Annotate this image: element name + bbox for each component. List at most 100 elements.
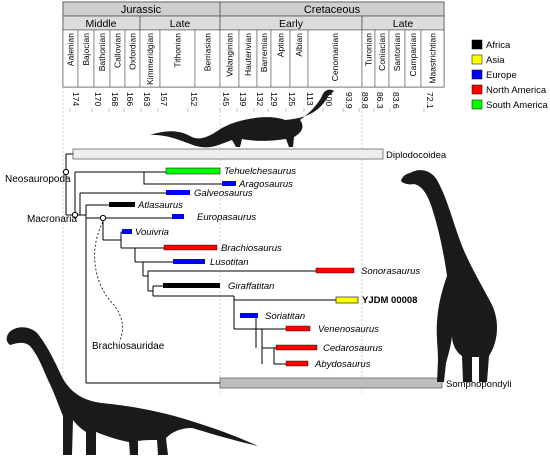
- age-label: 72.1: [425, 92, 435, 109]
- neosauropoda-node: [62, 168, 70, 176]
- age-label: 100: [324, 92, 334, 106]
- taxon-label-venenosaurus: Venenosaurus: [318, 324, 379, 335]
- range-bar-giraffatitan: [163, 283, 220, 288]
- stage-label: Bathonian: [97, 33, 107, 72]
- age-label: 113: [305, 92, 315, 106]
- taxon-label-giraffatitan: Giraffatitan: [228, 281, 274, 292]
- epoch-middle: Middle: [86, 18, 117, 30]
- age-label: 163: [142, 92, 152, 106]
- taxon-label-atlasaurus: Atlasaurus: [137, 200, 183, 211]
- range-bar-europasaurus: [172, 214, 184, 219]
- brachiosaurid-silhouette-right: [401, 170, 498, 382]
- taxon-label-sonorasaurus: Sonorasaurus: [361, 266, 420, 277]
- range-bar-cedarosaurus: [275, 344, 318, 351]
- range-bar-tehuelchesaurus: [165, 167, 221, 175]
- taxon-label-soriatitan: Soriatitan: [265, 311, 305, 322]
- stage-label: Hauterivian: [243, 33, 253, 76]
- age-label: 166: [125, 92, 135, 106]
- stage-label: Turonian: [364, 33, 374, 67]
- clade-brachiosauridae: Brachiosauridae: [92, 341, 165, 352]
- taxon-label-brachiosaurus: Brachiosaurus: [221, 243, 282, 254]
- range-bar-venenosaurus: [285, 325, 311, 332]
- period-cretaceous: Cretaceous: [304, 4, 361, 16]
- taxon-label-cedarosaurus: Cedarosaurus: [323, 343, 383, 354]
- taxon-label-abydosaurus: Abydosaurus: [314, 359, 371, 370]
- legend-swatch: [471, 99, 483, 110]
- taxon-label-vouivria: Vouivria: [135, 227, 169, 238]
- stage-label: Campanian: [408, 33, 418, 77]
- range-bar-abydosaurus: [285, 360, 309, 367]
- age-label: 129: [269, 92, 279, 106]
- stage-label: Cenomanian: [330, 33, 340, 81]
- legend-swatch: [471, 54, 483, 65]
- range-bar-vouivria: [122, 229, 132, 234]
- stage-label: Tithonian: [173, 33, 183, 68]
- period-jurassic: Jurassic: [121, 4, 162, 16]
- taxon-label-galveosaurus: Galveosaurus: [194, 188, 253, 199]
- legend-label: Asia: [486, 55, 505, 66]
- stage-label: Berriasian: [203, 33, 213, 72]
- taxon-label-lusotitan: Lusotitan: [210, 257, 249, 268]
- stage-label: Albian: [294, 33, 304, 57]
- stage-cell: [159, 29, 196, 88]
- range-bar-aragosaurus: [222, 181, 236, 186]
- brachiosaurid-silhouette-left: [6, 327, 258, 455]
- stage-label: Bajocian: [81, 33, 91, 66]
- diplodocoid-silhouette: [150, 89, 334, 148]
- range-bar-soriatitan: [240, 313, 258, 318]
- legend-swatch: [471, 69, 483, 80]
- timescale-header: Jurassic Cretaceous Middle Late Early La…: [62, 1, 445, 395]
- stage-cell: [307, 29, 363, 88]
- range-bar-galveosaurus: [166, 190, 190, 195]
- age-label: 145: [221, 92, 231, 106]
- age-label: 132: [255, 92, 265, 106]
- stage-label: Callovian: [113, 33, 123, 68]
- brachiosauridae-node: [99, 214, 107, 222]
- stage-label: Aalenian: [66, 33, 76, 66]
- clade-neosauropoda: Neosauropoda: [5, 174, 71, 185]
- stage-label: Kimmeridgian: [145, 33, 155, 85]
- taxon-label-aragosaurus: Aragosaurus: [238, 179, 293, 190]
- legend-swatch: [471, 84, 483, 95]
- age-label: 139: [238, 92, 248, 106]
- legend-label: Africa: [486, 40, 511, 51]
- age-label: 83.6: [391, 92, 401, 109]
- stage-label: Maastrichtian: [428, 33, 438, 84]
- stage-label: Valanginian: [225, 33, 235, 77]
- range-bar-brachiosaurus: [163, 244, 218, 251]
- epoch-late-jurassic: Late: [170, 18, 191, 30]
- age-label: 152: [189, 92, 199, 106]
- age-label: 168: [110, 92, 120, 106]
- legend-label: North America: [486, 85, 547, 96]
- legend-label: Europe: [486, 70, 517, 81]
- macronaria-node: [71, 211, 79, 219]
- range-bar-yjdm-00008: [335, 296, 359, 304]
- somphospondyli-bar: [219, 377, 443, 389]
- stage-label: Oxfordian: [128, 33, 138, 70]
- age-label: 170: [93, 92, 103, 106]
- brachiosauridae-dashed-pointer: [94, 221, 123, 341]
- stage-label: Coniacian: [377, 33, 387, 71]
- taxon-label-yjdm-00008: YJDM 00008: [362, 295, 417, 306]
- stage-cell: [420, 29, 445, 88]
- legend-swatch: [471, 39, 483, 50]
- range-bar-lusotitan: [173, 259, 205, 264]
- range-bar-atlasaurus: [109, 202, 135, 207]
- age-label: 89.8: [360, 92, 370, 109]
- epoch-early: Early: [279, 18, 304, 30]
- taxon-label-europasaurus: Europasaurus: [197, 212, 256, 223]
- age-label: 125: [287, 92, 297, 106]
- diplodocoidea-bar: [72, 148, 384, 160]
- clade-diplodocoidea: Diplodocoidea: [386, 150, 447, 161]
- age-label: 157: [159, 92, 169, 106]
- stage-cell: [194, 29, 221, 88]
- clade-somphospondyli: Somphopondyli: [446, 379, 512, 390]
- stage-label: Barremian: [259, 33, 269, 72]
- epoch-late-cretaceous: Late: [393, 18, 414, 30]
- age-label: 86.3: [375, 92, 385, 109]
- stage-row: Aalenian Bajocian Bathonian Callovian Oxford…: [62, 29, 445, 88]
- stage-label: Santonian: [392, 33, 402, 72]
- age-label: 93.9: [344, 92, 354, 109]
